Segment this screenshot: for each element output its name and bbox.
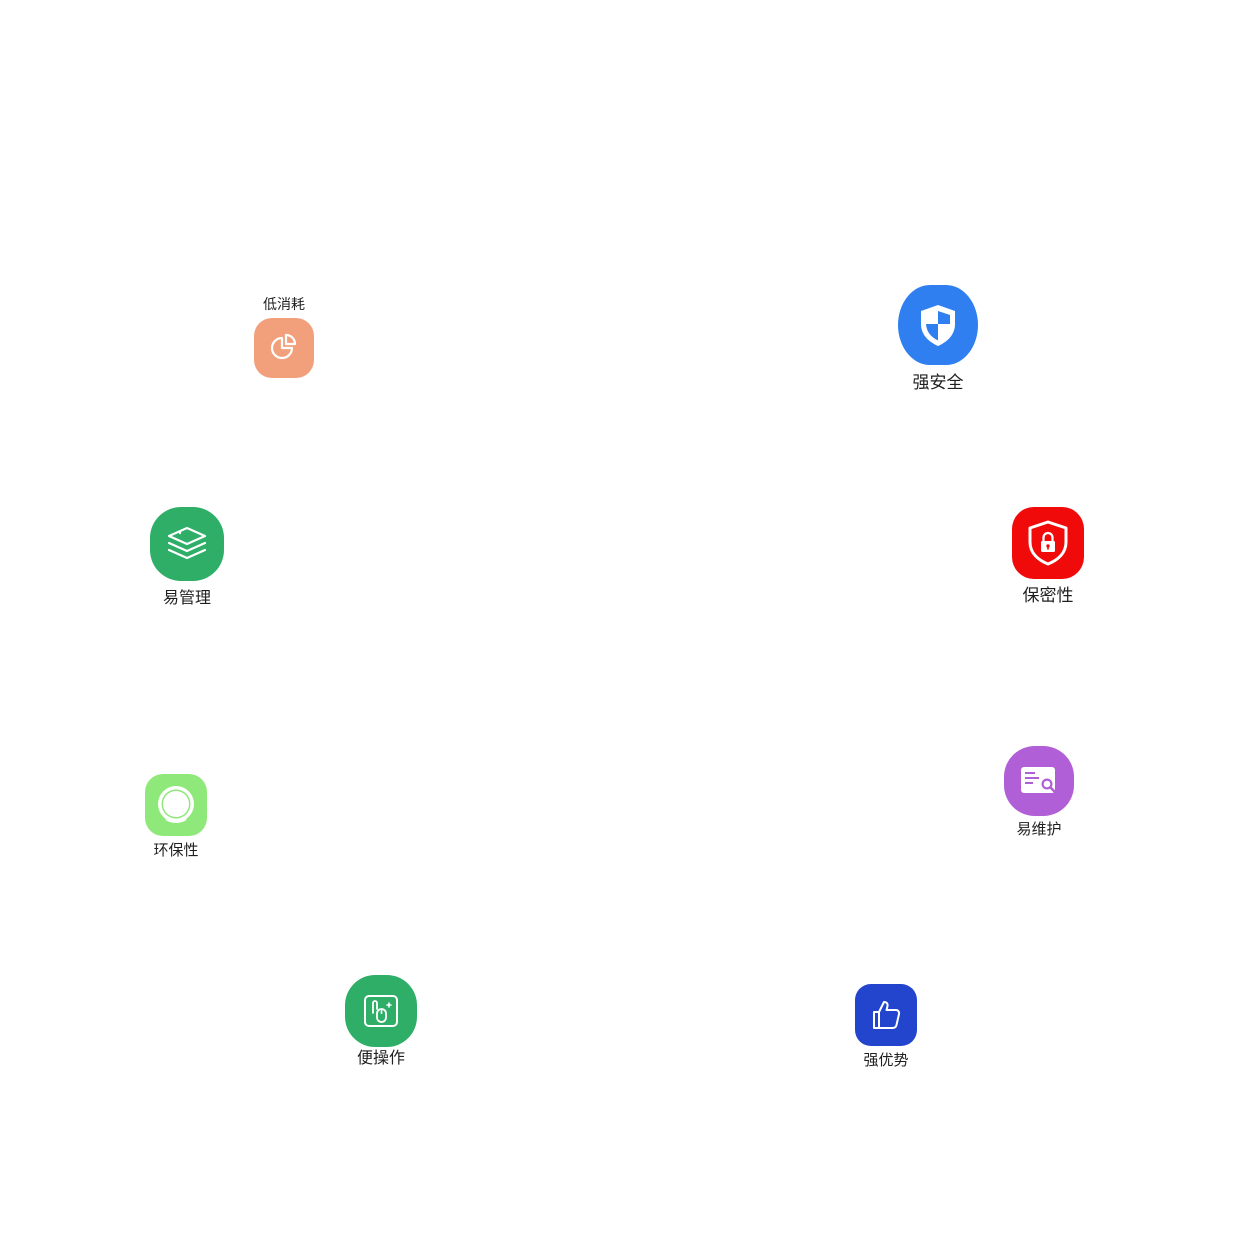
feature-badge-strong-security [898,285,978,365]
feature-easy-maintenance: 易维护 [989,746,1089,837]
feature-eco-friendly: 环保性 [126,774,226,858]
mouse-hand-icon [360,991,402,1031]
feature-easy-operation: 便操作 [331,975,431,1066]
feature-badge-strong-advantage [855,984,917,1046]
feature-badge-easy-maintenance [1004,746,1074,816]
feature-label-eco-friendly: 环保性 [153,841,199,859]
document-search-icon [1018,763,1060,799]
feature-label-confidentiality: 保密性 [1022,586,1074,606]
feature-label-strong-security: 强安全 [912,373,964,393]
feature-badge-easy-operation [345,975,417,1047]
feature-label-easy-operation: 便操作 [356,1048,405,1067]
shield-lock-icon [1025,518,1071,568]
feature-strong-advantage: 强优势 [836,984,936,1068]
feature-confidentiality: 保密性 [998,507,1098,605]
feature-badge-low-consumption [254,318,314,378]
thumbs-up-icon [867,996,905,1034]
feature-label-easy-management: 易管理 [162,588,211,607]
shield-icon [917,302,959,348]
feature-label-easy-maintenance: 易维护 [1016,820,1062,838]
feature-label-low-consumption: 低消耗 [263,297,305,313]
feature-easy-management: 易管理 [137,507,237,606]
feature-strong-security: 强安全 [888,285,988,392]
leaf-ring-icon [152,781,200,829]
feature-badge-easy-management [150,507,224,581]
feature-badge-eco-friendly [145,774,207,836]
layers-icon [165,524,209,564]
pie-chart-icon [265,329,303,367]
feature-low-consumption: 低消耗 [234,298,334,378]
feature-label-strong-advantage: 强优势 [863,1051,909,1069]
feature-badge-confidentiality [1012,507,1084,579]
